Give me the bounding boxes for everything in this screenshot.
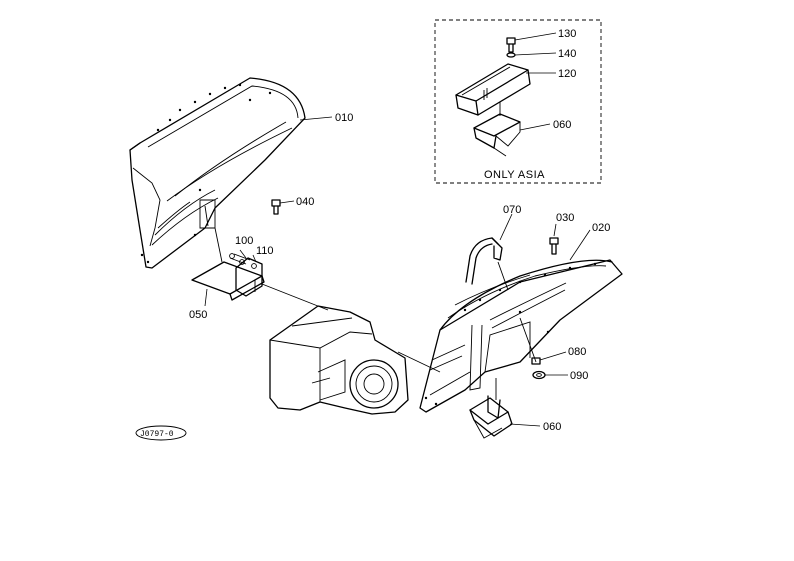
callout-050: 050 [189, 309, 207, 321]
callout-020: 020 [592, 222, 610, 234]
callout-120: 120 [558, 68, 576, 80]
callout-060-inset: 060 [553, 119, 571, 131]
nut-080-part [519, 317, 546, 380]
bolt-040-part [271, 199, 281, 215]
callout-060-lower: 060 [543, 421, 561, 433]
callout-080: 080 [568, 346, 586, 358]
callout-130: 130 [558, 28, 576, 40]
handle-070-part [465, 237, 509, 291]
bracket-060-lower-part [469, 378, 513, 439]
callout-040: 040 [296, 196, 314, 208]
leader-lines [204, 32, 591, 427]
asia-inset-frame [434, 19, 602, 184]
callout-070: 070 [503, 204, 521, 216]
asia-bracket-060-part [473, 102, 521, 157]
callout-100: 100 [235, 235, 253, 247]
callout-090: 090 [570, 370, 588, 382]
reference-code-badge: J0797-0 [135, 425, 187, 441]
asia-box-120-part [455, 63, 531, 116]
callout-110: 110 [256, 245, 274, 257]
callout-030: 030 [556, 212, 574, 224]
bracket-050-part [191, 227, 265, 301]
inset-note: ONLY ASIA [484, 169, 545, 181]
left-fender-part [129, 77, 306, 269]
callout-140: 140 [558, 48, 576, 60]
transmission-housing-part [261, 283, 441, 415]
right-fender-part [419, 259, 623, 413]
asia-bolt-130-part [506, 37, 516, 58]
bolt-030-part [549, 237, 559, 255]
callout-010: 010 [335, 112, 353, 124]
reference-code: J0797-0 [140, 430, 174, 439]
